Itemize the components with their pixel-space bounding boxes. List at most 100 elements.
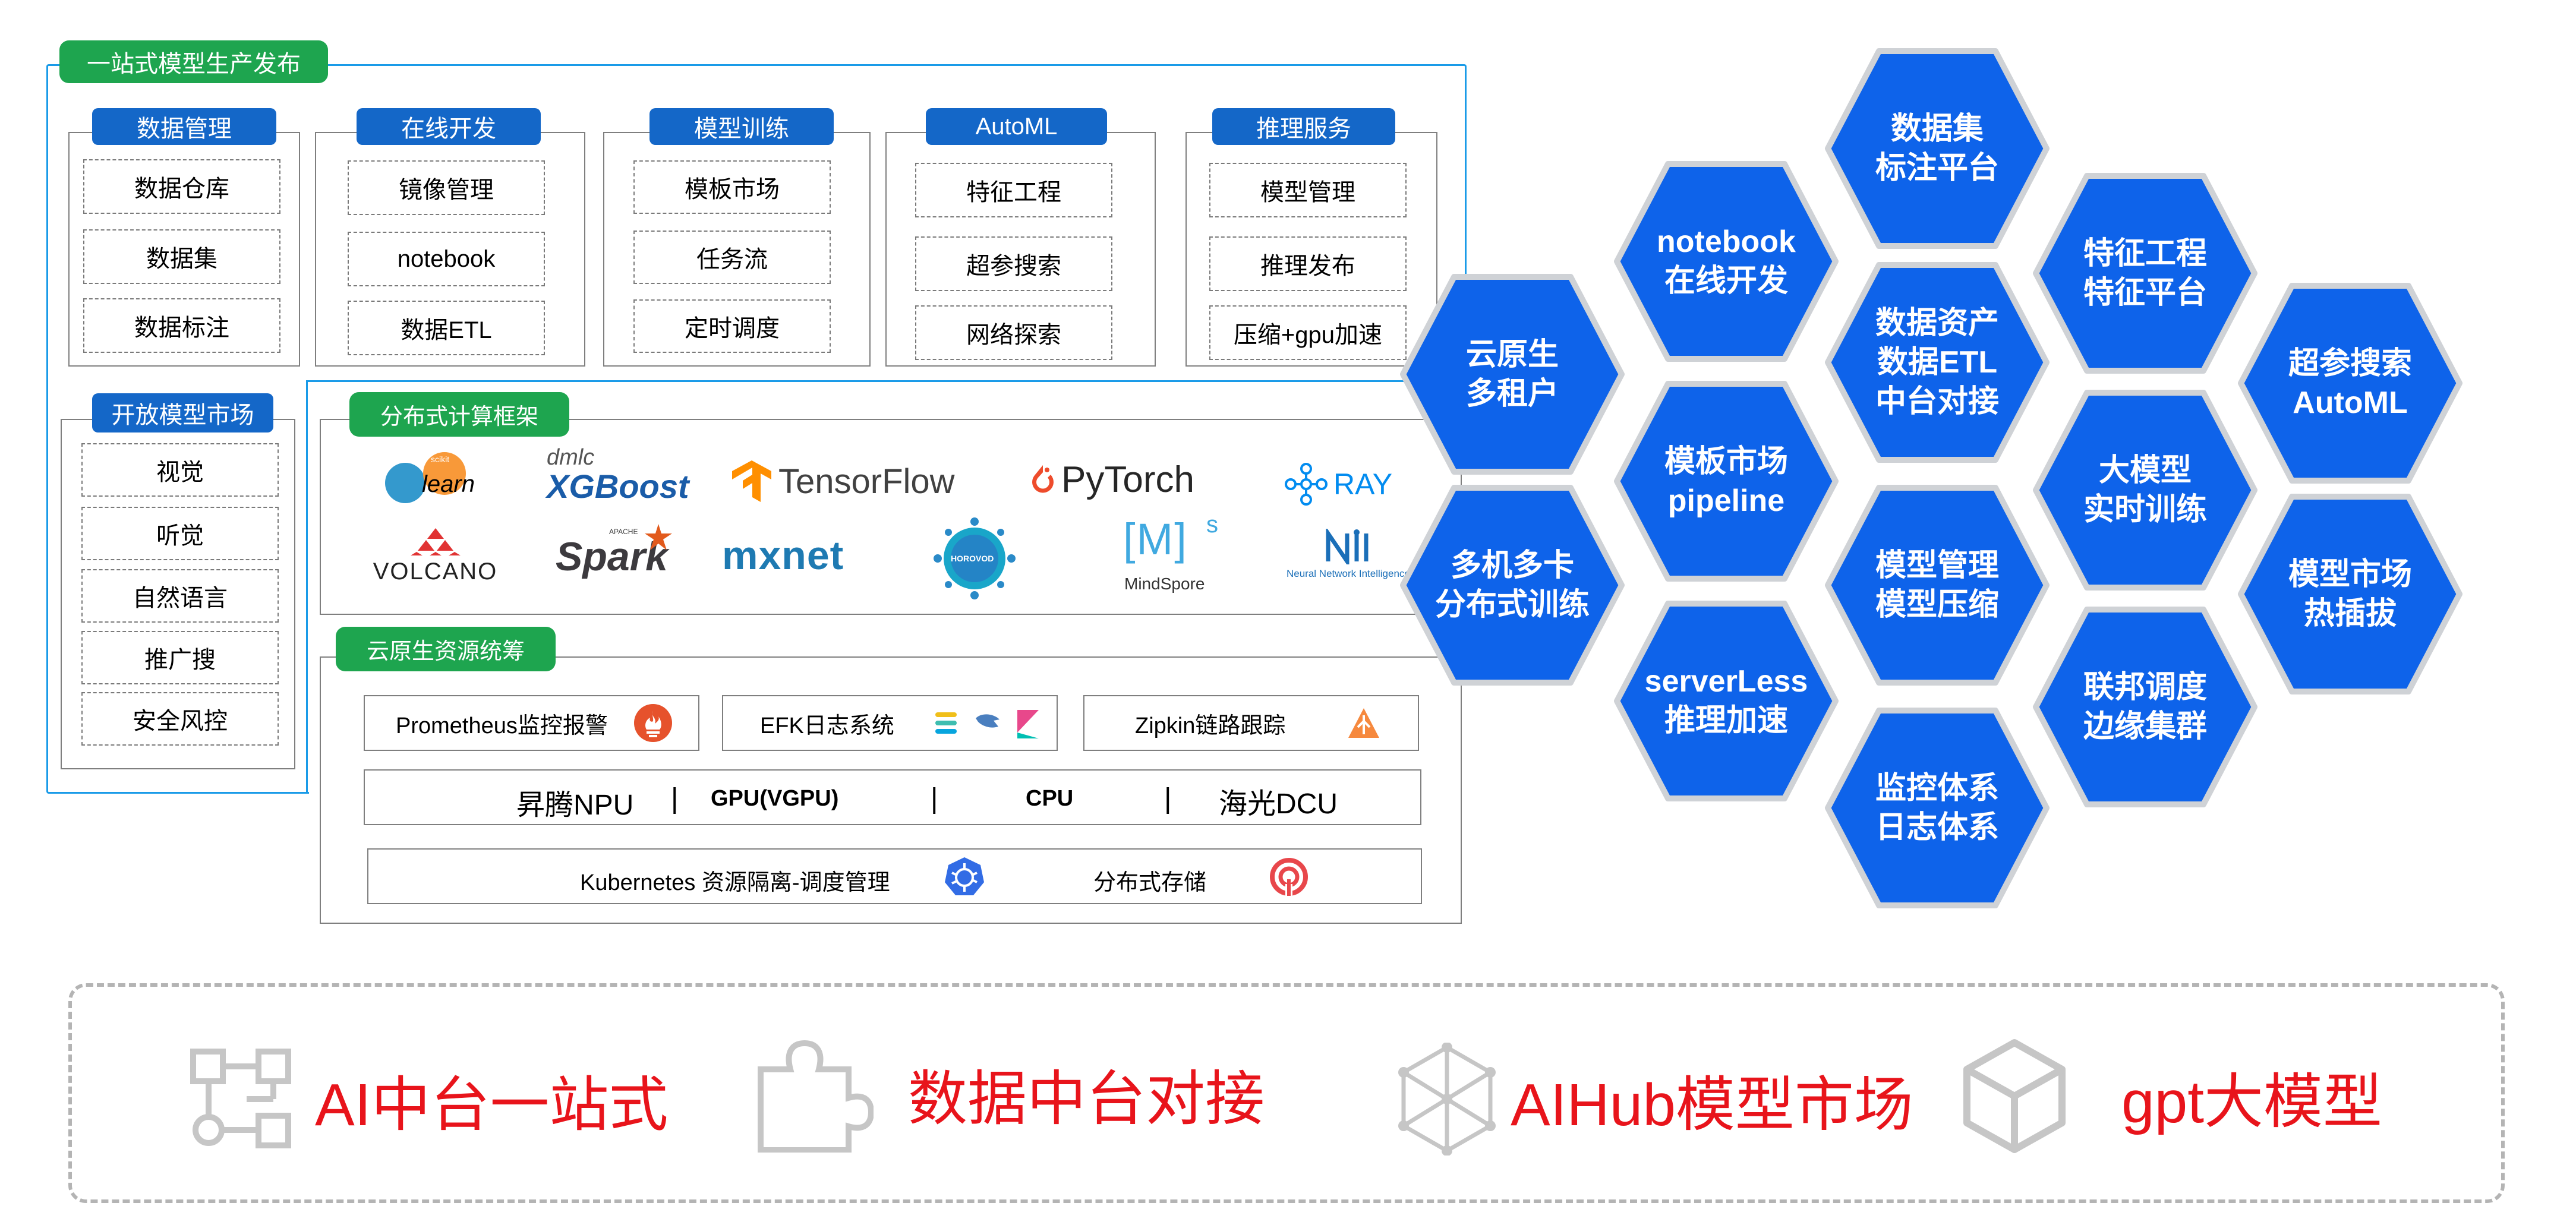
hexagon-shape [1825, 262, 2050, 463]
volcano-logo: VOLCANO [371, 526, 499, 585]
hexagon-label-line: 模型市场 [2288, 557, 2412, 592]
hexagon-tile[interactable]: 模型市场热插拔 [2237, 493, 2463, 695]
module-item[interactable]: 超参搜索 [915, 236, 1112, 291]
hexagon-tile[interactable]: 大模型实时训练 [2032, 389, 2258, 591]
compute-gpu: GPU(VGPU) [711, 786, 839, 811]
tensorflow-logo: TensorFlow [731, 457, 957, 505]
module-item[interactable]: 数据仓库 [83, 159, 280, 214]
market-item[interactable]: 安全风控 [81, 692, 279, 746]
hexagon-tile[interactable]: notebook 在线开发 [1613, 160, 1839, 362]
sklearn-small-text: scikit [431, 454, 450, 464]
hexagon-label-line: 中台对接 [1875, 384, 1999, 419]
module-title: 推理服务 [1212, 108, 1395, 145]
kubernetes-label: Kubernetes 资源隔离-调度管理 [580, 870, 890, 895]
module-item[interactable]: 任务流 [633, 231, 831, 284]
zipkin-box[interactable]: Zipkin链路跟踪 [1083, 695, 1419, 751]
hexagon-shape [1614, 161, 1839, 362]
hexagon-shape [2033, 173, 2257, 374]
hexagon-tile[interactable]: 联邦调度边缘集群 [2032, 606, 2258, 808]
market-item[interactable]: 听觉 [81, 507, 279, 560]
hexagon-label-line: 特征平台 [2083, 276, 2207, 310]
bottom-item-gpt[interactable]: gpt大模型 [1961, 1037, 2382, 1156]
mxnet-logo: mxnet [722, 529, 876, 582]
bottom-label: 数据中台对接 [908, 1065, 1265, 1132]
module-item[interactable]: 推理发布 [1209, 236, 1407, 291]
module-item[interactable]: 镜像管理 [348, 160, 545, 215]
hexagon-label-line: 特征工程 [2083, 236, 2207, 271]
module-item[interactable]: 定时调度 [633, 299, 831, 353]
hexagon-label-line: 在线开发 [1664, 264, 1788, 298]
mxnet-text: mxnet [722, 533, 844, 578]
module-item[interactable]: notebook [348, 232, 545, 286]
market-item[interactable]: 推广搜 [81, 631, 279, 684]
hexagon-label-line: 大模型 [2098, 453, 2192, 488]
mindspore-sup: s [1206, 512, 1218, 538]
bottom-item-aihub[interactable]: AIHub模型市场 [1396, 1043, 1913, 1156]
hexagon-tile[interactable]: 监控体系日志体系 [1824, 707, 2050, 909]
market-item[interactable]: 视觉 [81, 443, 279, 497]
module-item[interactable]: 压缩+gpu加速 [1209, 305, 1407, 360]
hexagon-tile[interactable]: 模型管理模型压缩 [1824, 484, 2050, 686]
hexagon-shape [2033, 607, 2257, 807]
hexagon-label: 模型管理模型压缩 [1824, 484, 2050, 686]
hexagon-label-line: 模型压缩 [1875, 588, 1999, 622]
nni-text: Neural Network Intelligence [1287, 568, 1410, 579]
module-item[interactable]: 网络探索 [915, 305, 1112, 360]
xgboost-text: XGBoost [547, 468, 689, 505]
hexagon-label-line: 实时训练 [2083, 492, 2207, 527]
bottom-item-ai-platform[interactable]: AI中台一站式 [187, 1046, 668, 1153]
resources-frame [320, 656, 1462, 924]
bottom-item-data-platform[interactable]: 数据中台对接 [749, 1034, 1265, 1153]
zipkin-label: Zipkin链路跟踪 [1135, 713, 1286, 738]
module-item[interactable]: 模板市场 [633, 160, 831, 214]
storage-icon [1270, 858, 1308, 897]
efk-box[interactable]: EFK日志系统 [722, 695, 1058, 751]
hexagon-tile[interactable]: 多机多卡分布式训练 [1399, 484, 1625, 686]
hexagon-label-line: 数据ETL [1877, 345, 1998, 380]
hexagon-label: 模型市场热插拔 [2237, 493, 2463, 695]
hexagon-label-line: notebook [1657, 225, 1796, 259]
cube-icon [1963, 1039, 2066, 1153]
hexagon-tile[interactable]: 特征工程特征平台 [2032, 172, 2258, 374]
hexagon-tile[interactable]: 数据集标注平台 [1824, 48, 2050, 250]
hexagon-label-line: 分布式训练 [1434, 588, 1590, 622]
compute-separator: | [671, 783, 679, 814]
prometheus-box[interactable]: Prometheus监控报警 [364, 695, 699, 751]
bottom-banner [68, 983, 2505, 1203]
module-item[interactable]: 特征工程 [915, 163, 1112, 217]
bottom-label: gpt大模型 [2121, 1068, 2383, 1135]
compute-dcu: 海光DCU [1219, 788, 1338, 820]
bottom-label: AIHub模型市场 [1511, 1071, 1913, 1138]
storage-label: 分布式存储 [1093, 870, 1207, 895]
module-item[interactable]: 模型管理 [1209, 163, 1407, 217]
module-item[interactable]: 数据标注 [83, 298, 280, 353]
hexagon-label-line: 监控体系 [1875, 771, 1999, 806]
module-item[interactable]: 数据集 [83, 229, 280, 284]
hexagon-tile[interactable]: 云原生多租户 [1399, 273, 1625, 475]
market-title: 开放模型市场 [92, 393, 273, 432]
platform-frame-inner-edge [306, 380, 308, 794]
hexagon-label-line: 多租户 [1465, 377, 1559, 411]
module-item[interactable]: 数据ETL [348, 301, 545, 355]
ray-text: RAY [1333, 468, 1393, 501]
pytorch-icon [1032, 465, 1054, 492]
hexagon-label-line: 推理加速 [1664, 703, 1788, 738]
volcano-icon [411, 528, 461, 555]
bottom-label: AI中台一站式 [315, 1071, 669, 1138]
resources-title: 云原生资源统筹 [336, 627, 556, 671]
market-item[interactable]: 自然语言 [81, 569, 279, 623]
hexagon-shape [2238, 283, 2463, 484]
hexagon-label: 多机多卡分布式训练 [1399, 484, 1625, 686]
tensorflow-text: TensorFlow [778, 462, 955, 501]
xgboost-small-text: dmlc [547, 445, 595, 470]
hexagon-label-line: 模型管理 [1875, 548, 1999, 583]
pytorch-text: PyTorch [1061, 459, 1194, 500]
flow-icon [190, 1049, 291, 1148]
sklearn-icon [385, 452, 466, 503]
